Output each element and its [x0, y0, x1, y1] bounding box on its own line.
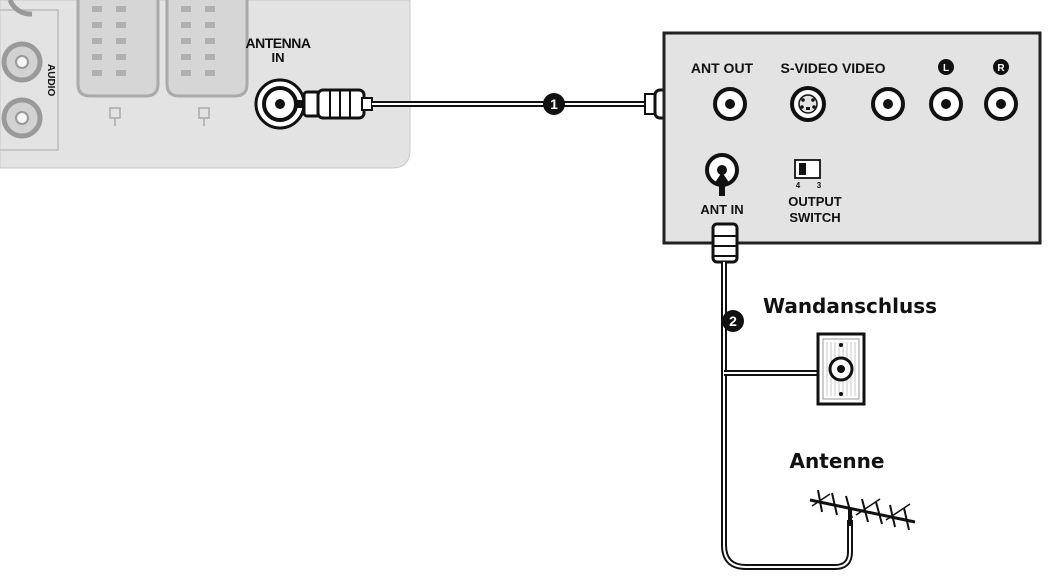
scart-connector-2: [165, 0, 249, 126]
ant-in-label: ANT IN: [700, 202, 743, 217]
audio-left-jack: [929, 87, 963, 121]
cable-2-marker: 2: [722, 310, 744, 332]
audio-right-jack: [984, 87, 1018, 121]
output-switch-label-line2: SWITCH: [789, 210, 840, 225]
cable-2: 2: [711, 222, 853, 570]
s-video-video-label: S-VIDEO VIDEO: [780, 60, 885, 76]
wall-outlet-label: Wandanschluss: [763, 294, 937, 318]
antenna-in-label-line2: IN: [272, 50, 285, 65]
wall-outlet-coax-jack: [828, 356, 854, 382]
cable-1: 1: [296, 88, 707, 120]
video-jack: [871, 87, 905, 121]
left-channel-marker-text: L: [943, 63, 949, 74]
switch-channel-3: 3: [817, 181, 822, 190]
switch-channel-4: 4: [796, 181, 801, 190]
ant-out-label: ANT OUT: [691, 60, 754, 76]
cable-2-number: 2: [729, 313, 737, 329]
scart-connector-1: [76, 0, 160, 126]
right-channel-marker-text: R: [997, 63, 1005, 74]
arrow-up-icon: [714, 172, 730, 196]
audio-jack-2: [1, 97, 43, 139]
cable-1-marker: 1: [543, 93, 565, 115]
antenna-in-label-line1: ANTENNA: [246, 35, 311, 51]
output-switch-label-line1: OUTPUT: [788, 194, 842, 209]
antenna-icon: [809, 489, 916, 531]
wall-outlet: Wandanschluss: [763, 294, 937, 406]
left-channel-marker: L: [938, 59, 954, 75]
vcr-back-panel: ANT OUT S-VIDEO VIDEO L R: [662, 31, 1042, 245]
tv-back-panel: AUDIO ANTENNA: [0, 0, 411, 169]
audio-jack-1: [1, 41, 43, 83]
antenna: Antenne: [790, 449, 916, 531]
cable-1-number: 1: [550, 96, 558, 112]
audio-jack-top: [7, 0, 33, 17]
s-video-jack: [790, 86, 826, 122]
audio-label: AUDIO: [45, 64, 56, 96]
antenna-in-jack: [254, 78, 306, 130]
right-channel-marker: R: [993, 59, 1009, 75]
antenna-label: Antenne: [790, 449, 885, 473]
output-switch: 4 3: [794, 159, 822, 190]
ant-out-jack: [713, 87, 747, 121]
